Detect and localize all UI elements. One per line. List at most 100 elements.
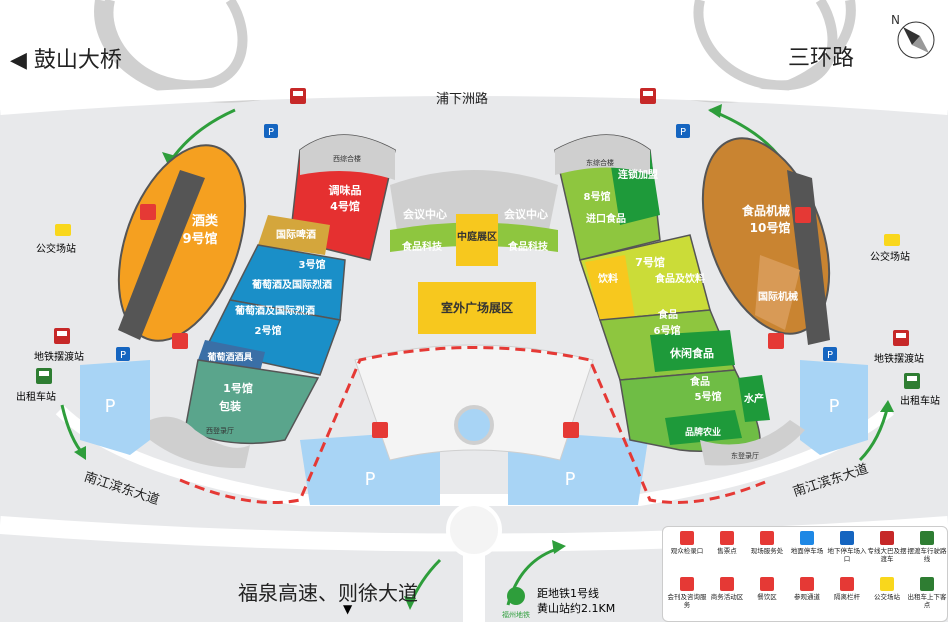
legend-label: 观众检录口 [670, 547, 704, 555]
metro-info: 距地铁1号线 黄山站约2.1KM [537, 586, 615, 616]
hall-7-drink [585, 255, 635, 320]
hall-5-brand: 品牌农业 [685, 426, 721, 438]
hall-3-wine: 葡萄酒及国际烈酒 [251, 278, 332, 291]
legend-label: 隔离栏杆 [834, 593, 860, 601]
hall-6-leisure-zone [650, 330, 735, 372]
legend-shuttle-route-icon [920, 531, 934, 545]
legend-passage-icon [800, 577, 814, 591]
legend-bus-station-icon [880, 577, 894, 591]
hall-4-number: 4号馆 [330, 199, 360, 213]
hall-3-beer[interactable] [258, 215, 330, 255]
parking-icon: P [823, 347, 837, 361]
west-hall-label: 西登录厅 [206, 426, 234, 435]
legend-item: 摆渡车行驶路线 [907, 531, 947, 563]
parking-lot-west [80, 360, 150, 455]
hall-10-number: 10号馆 [750, 220, 791, 235]
hall-7-number: 7号馆 [635, 255, 665, 269]
east-hall-label: 东登录厅 [731, 451, 759, 460]
taxi-icon [36, 368, 52, 384]
parking-icon: P [116, 347, 130, 361]
hall-1-equip-label: 葡萄酒酒具 [206, 351, 252, 363]
road-gushan-bridge: ◀ 鼓山大桥 [10, 48, 122, 73]
hall-8-import: 进口食品 [586, 212, 626, 225]
checkin-icon [768, 333, 784, 349]
checkin-icon [563, 422, 579, 438]
barrier-line [179, 346, 771, 504]
legend-item: 观众检录口 [667, 531, 707, 555]
legend-label: 会刊及咨询服务 [667, 593, 707, 609]
east-hall-shape [700, 420, 805, 466]
taxi-stand-left: 出租车站 [16, 392, 56, 403]
hall-9-number: 9号馆 [182, 231, 217, 247]
hall-7-food: 食品及饮料 [654, 272, 705, 285]
taxi-icon [904, 373, 920, 389]
hall-1-number: 1号馆 [223, 381, 253, 395]
legend-checkin-icon [680, 531, 694, 545]
fountain [454, 405, 494, 445]
metro-line: 距地铁1号线 [537, 587, 599, 600]
hall-7-drink-label: 饮料 [597, 272, 618, 285]
interchange-left [103, 0, 248, 91]
parking-label-e: P [829, 396, 840, 417]
hall-1-pack: 包装 [218, 399, 241, 413]
north-label: N [891, 13, 900, 27]
legend-label: 售票点 [717, 547, 737, 555]
legend-label: 公交场站 [874, 593, 900, 601]
hall-3-beer-label: 国际啤酒 [276, 228, 316, 241]
legend-service-desk-icon [760, 531, 774, 545]
svg-text:P: P [827, 350, 833, 361]
legend-item: 专线大巴及摆渡车 [867, 531, 907, 563]
legend-item: 隔离栏杆 [827, 577, 867, 601]
parking-icon: P [264, 124, 278, 138]
hall-2-wine: 葡萄酒及国际烈酒 [234, 304, 315, 317]
hall-5-aqua-zone [738, 375, 770, 422]
hall-1-equip[interactable] [198, 340, 265, 372]
metro-logo-text: 福州地铁 [502, 610, 530, 619]
legend-item: 出租车上下客点 [907, 577, 947, 609]
hall-6-number: 6号馆 [654, 324, 681, 337]
hall-2-number: 2号馆 [255, 324, 282, 337]
bus-station-icon [884, 234, 900, 246]
hall-10-intl-zone [755, 255, 800, 330]
legend-label: 参观通道 [794, 593, 820, 601]
hall-4-category: 调味品 [329, 183, 362, 197]
bus-station-left: 公交场站 [36, 244, 76, 255]
atrium[interactable] [456, 214, 498, 266]
legend-item: 售票点 [707, 531, 747, 555]
hall-5-aqua: 水产 [743, 392, 764, 405]
bus-icon [54, 328, 70, 344]
legend-label: 商务活动区 [710, 593, 744, 601]
legend-item: 参观通道 [787, 577, 827, 601]
legend-item: 地下停车场入口 [827, 531, 867, 563]
hall-10-machine: 食品机械 [741, 203, 790, 218]
legend-label: 出租车上下客点 [907, 593, 947, 609]
road-puxiazhou: 浦下洲路 [436, 92, 489, 107]
taxi-stand-right: 出租车站 [900, 396, 940, 407]
legend-label: 地面停车场 [790, 547, 824, 555]
outdoor-plaza[interactable] [418, 282, 536, 334]
bus-icon [640, 88, 656, 104]
legend-item: 商务活动区 [707, 577, 747, 601]
legend-bus-icon [880, 531, 894, 545]
metro-distance: 黄山站约2.1KM [537, 602, 616, 615]
legend-info-icon [680, 577, 694, 591]
legend-item: 餐饮区 [747, 577, 787, 601]
metro-shuttle-left: 地铁摆渡站 [34, 352, 84, 363]
conf-right-label: 会议中心 [504, 207, 548, 221]
svg-text:P: P [268, 127, 274, 138]
checkin-icon [795, 207, 811, 223]
legend-label: 地下停车场入口 [827, 547, 867, 563]
legend-parking-icon [800, 531, 814, 545]
west-lobby-shape [300, 135, 395, 180]
map-legend: 观众检录口售票点现场服务处地面停车场地下停车场入口专线大巴及摆渡车摆渡车行驶路线… [662, 526, 948, 622]
central-plaza [354, 344, 594, 461]
bus-station-right: 公交场站 [870, 252, 910, 263]
hall-9-entrance [118, 170, 205, 340]
checkin-icon [372, 422, 388, 438]
roundabout [446, 502, 502, 558]
parking-label-se: P [565, 469, 576, 490]
legend-item: 地面停车场 [787, 531, 827, 555]
west-hall-shape [150, 416, 250, 469]
road-third-ring: 三环路 [788, 46, 855, 71]
